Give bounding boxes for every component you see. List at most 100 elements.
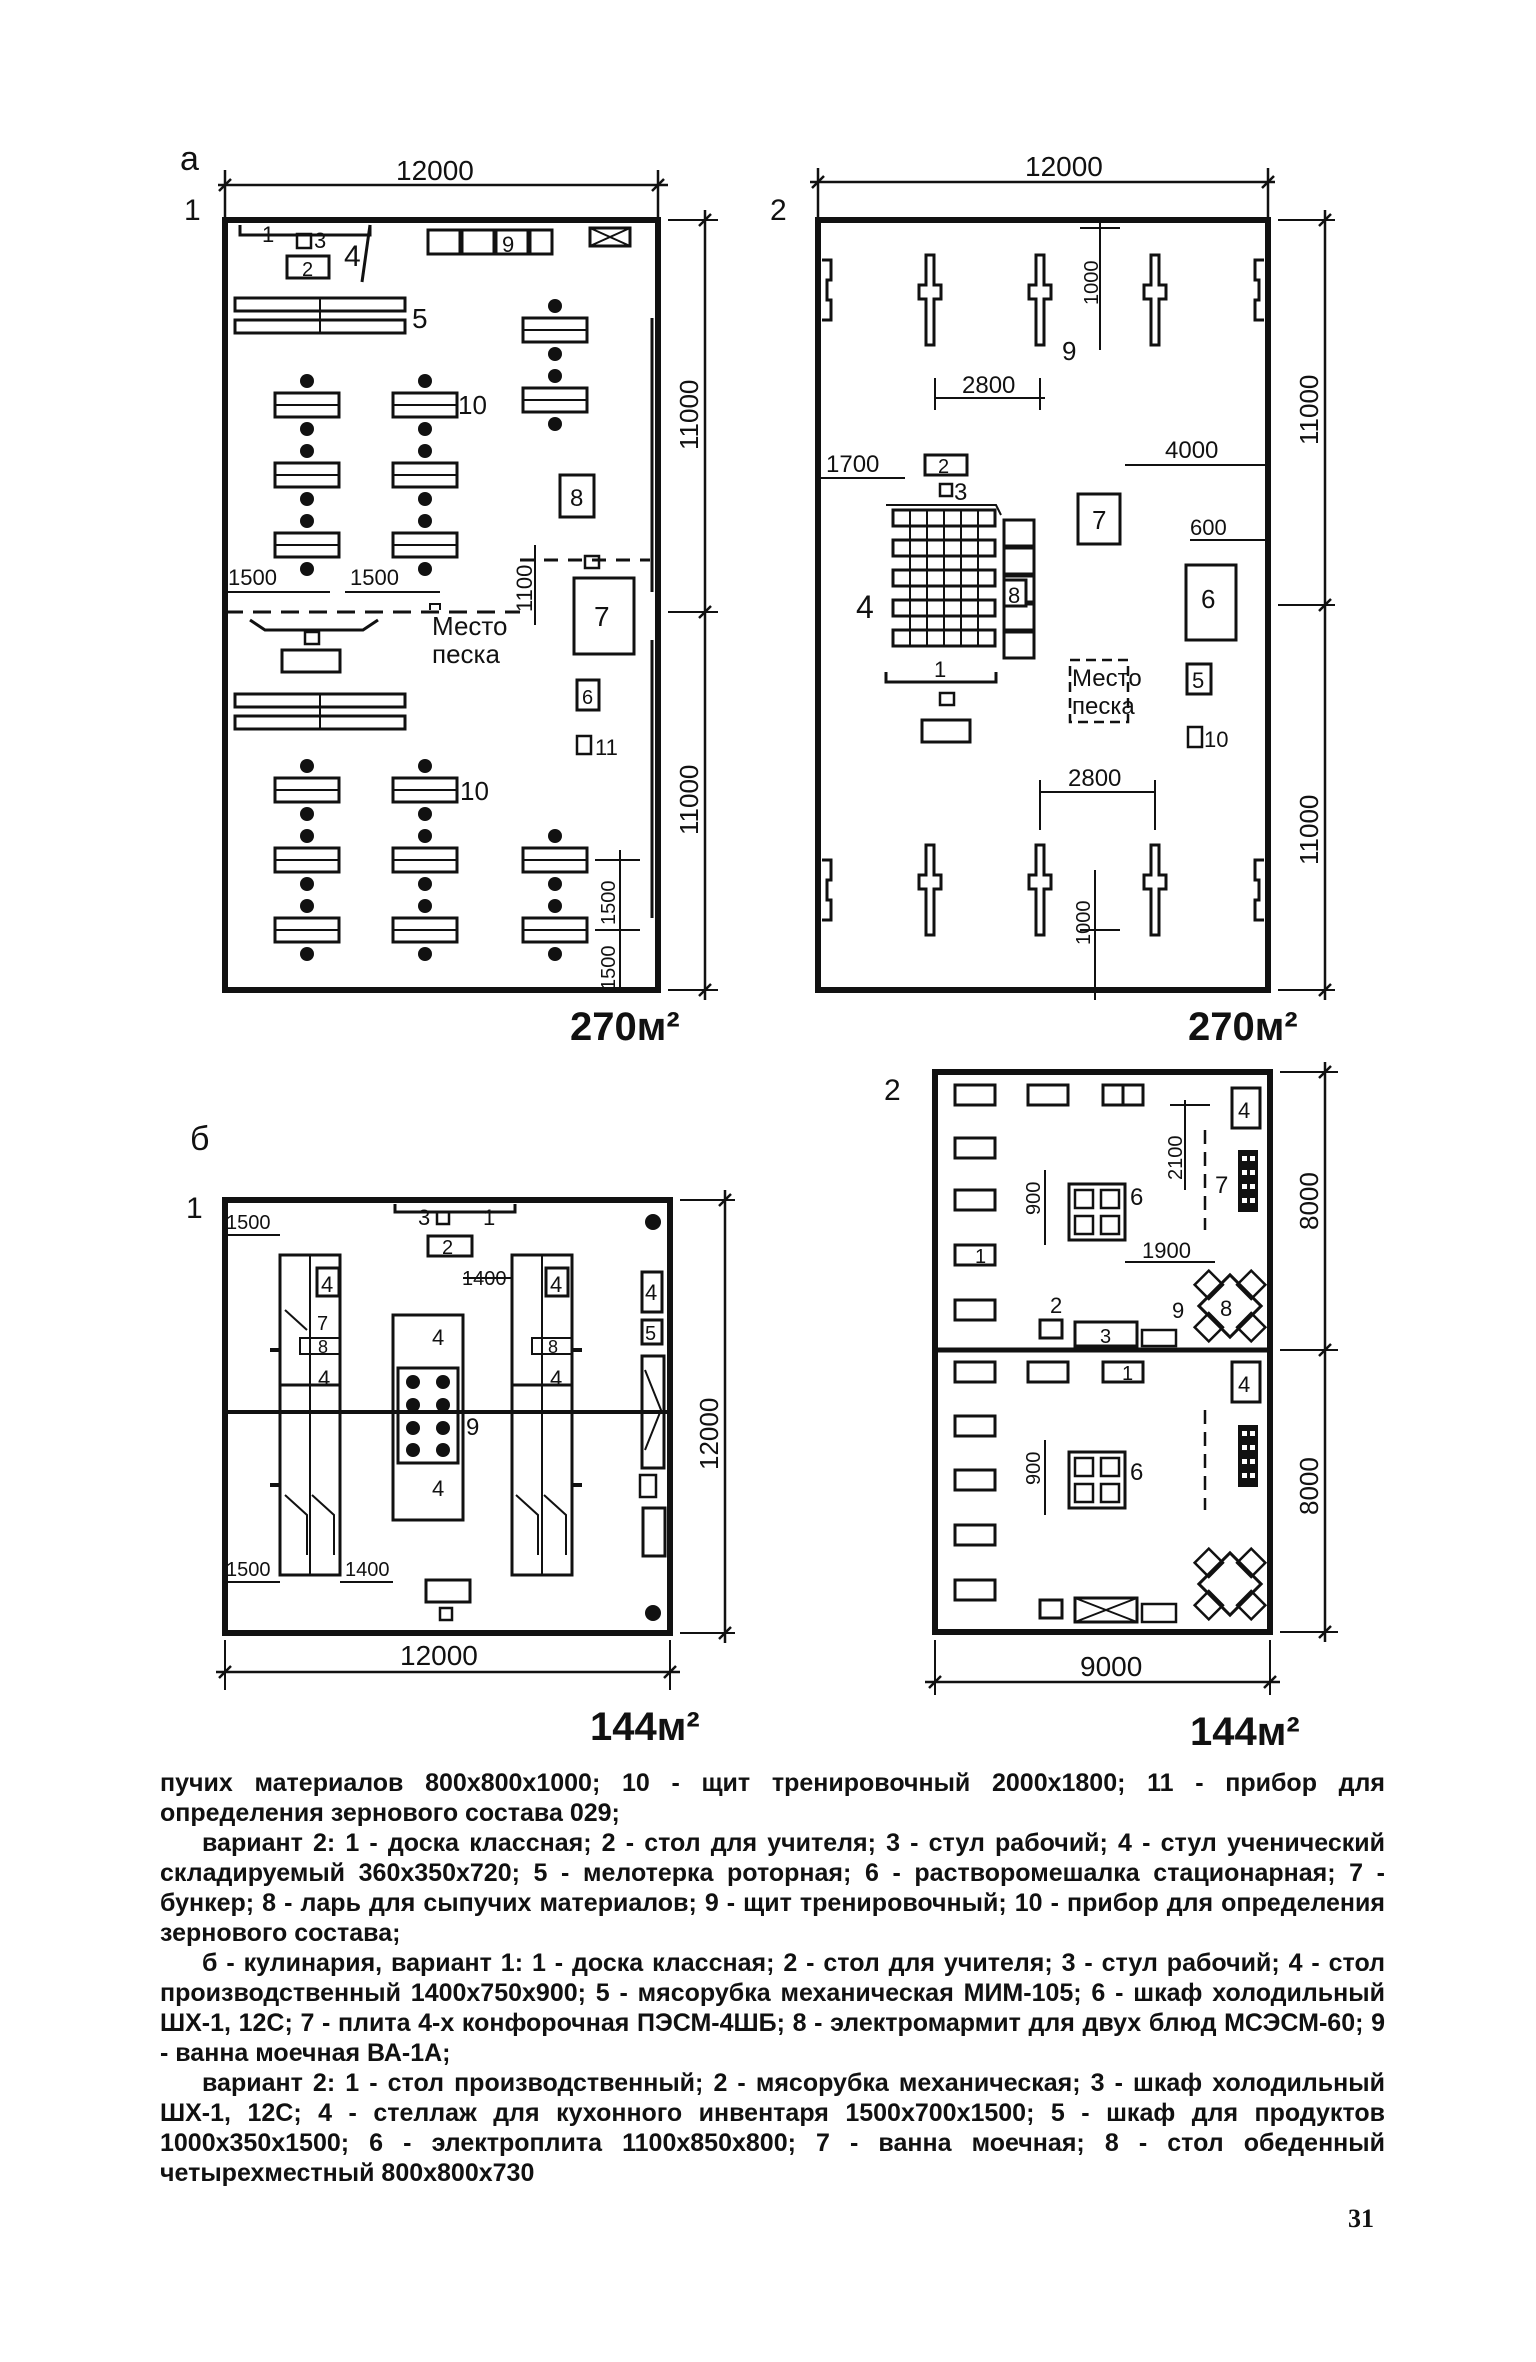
- plan-a1-dim-upper: 11000: [674, 380, 704, 450]
- plan-b1-area: 144м²: [590, 1705, 700, 1749]
- a1-dim-1100: 1100: [512, 565, 537, 612]
- plan-b2-width-dim: 9000: [1080, 1651, 1142, 1682]
- b1-label-4g: 4: [645, 1280, 657, 1305]
- plan-a1-area: 270м²: [570, 1005, 680, 1049]
- a1-label-2: 2: [302, 259, 313, 281]
- b2-label-7: 7: [1215, 1172, 1228, 1199]
- b1-label-3: 3: [418, 1205, 430, 1230]
- b2-label-9: 9: [1172, 1298, 1184, 1323]
- plan-a2-dim-upper: 11000: [1294, 375, 1324, 445]
- b2-label-6b: 6: [1130, 1459, 1143, 1486]
- plan-b2-number: 2: [884, 1074, 901, 1107]
- b1-label-4c: 4: [432, 1325, 444, 1350]
- a2-dim-1700: 1700: [826, 451, 879, 478]
- a2-dim-2800-bottom: 2800: [1068, 765, 1121, 792]
- plan-b1-number: 1: [186, 1192, 203, 1225]
- a1-label-8: 8: [570, 485, 583, 512]
- a2-dim-600: 600: [1190, 515, 1227, 540]
- a1-label-10b: 10: [460, 776, 489, 806]
- b1-dim-1400-bottom: 1400: [345, 1559, 390, 1581]
- b1-label-4e: 4: [550, 1272, 562, 1297]
- caption-line-3: б - кулинария, вариант 1: 1 - доска клас…: [160, 1949, 1385, 2067]
- plan-b1-width-dim: 12000: [400, 1640, 478, 1671]
- b1-dim-1500-top: 1500: [226, 1212, 271, 1234]
- a2-dim-4000: 4000: [1165, 437, 1218, 464]
- a2-label-6: 6: [1201, 584, 1215, 614]
- plan-a1-number: 1: [184, 194, 201, 227]
- b2-dim-2100: 2100: [1165, 1136, 1187, 1181]
- a1-label-4: 4: [344, 240, 361, 273]
- b1-label-9: 9: [466, 1414, 479, 1441]
- a1-dim-1500-left: 1500: [228, 565, 277, 590]
- plan-a2: 2 12000 11000 11000 1000 9 2800 1700: [770, 151, 1335, 1049]
- section-a-letter: а: [180, 140, 199, 178]
- plan-a2-area: 270м²: [1188, 1005, 1298, 1049]
- plan-a2-number: 2: [770, 194, 787, 227]
- b1-label-1: 1: [483, 1205, 495, 1230]
- plan-b2: 2 8000 8000 9000 1 4: [884, 1062, 1338, 1754]
- b2-dim-900-lower: 900: [1023, 1452, 1045, 1485]
- page-number: 31: [1348, 2204, 1374, 2233]
- b2-label-8: 8: [1220, 1296, 1232, 1321]
- b2-label-1b: 1: [1122, 1363, 1133, 1385]
- plan-b2-dim-upper: 8000: [1294, 1172, 1324, 1230]
- b1-label-8b: 8: [548, 1337, 558, 1357]
- b2-label-4a: 4: [1238, 1098, 1250, 1123]
- b1-label-2: 2: [442, 1237, 453, 1259]
- a2-dim-1000-top: 1000: [1081, 261, 1103, 306]
- b1-label-8a: 8: [318, 1337, 328, 1357]
- a2-sand-label-2: песка: [1072, 693, 1135, 720]
- plan-a1-dim-lower: 11000: [674, 765, 704, 835]
- a1-label-1: 1: [262, 222, 274, 247]
- plan-b2-area: 144м²: [1190, 1710, 1300, 1754]
- plan-a2-dim-lower: 11000: [1294, 795, 1324, 865]
- a1-label-10a: 10: [458, 390, 487, 420]
- a1-dim-1500-v1: 1500: [598, 881, 620, 926]
- a2-label-7: 7: [1092, 505, 1106, 535]
- a2-label-2: 2: [938, 456, 949, 478]
- b2-label-3: 3: [1100, 1326, 1111, 1348]
- b1-dim-1500-bottom: 1500: [226, 1559, 271, 1581]
- a2-sand-label-1: Место: [1072, 665, 1142, 692]
- a1-label-9: 9: [502, 232, 514, 257]
- plan-b2-dim-lower: 8000: [1294, 1457, 1324, 1515]
- a2-dim-1000-bottom: 1000: [1073, 901, 1095, 946]
- a2-label-4: 4: [856, 589, 874, 625]
- a2-dim-2800-top: 2800: [962, 372, 1015, 399]
- b2-label-4b: 4: [1238, 1372, 1250, 1397]
- b1-label-5: 5: [645, 1323, 656, 1345]
- section-b-letter: б: [190, 1120, 209, 1158]
- a2-label-5: 5: [1192, 668, 1204, 693]
- a1-label-3: 3: [314, 228, 326, 253]
- b2-dim-900-upper: 900: [1023, 1182, 1045, 1215]
- b1-label-7a: 7: [317, 1313, 328, 1335]
- plan-a2-width-dim: 12000: [1025, 151, 1103, 182]
- caption-line-4: вариант 2: 1 - стол производственный; 2 …: [160, 2069, 1385, 2187]
- b2-dim-1900: 1900: [1142, 1238, 1191, 1263]
- a1-label-7: 7: [594, 601, 610, 632]
- a2-label-8: 8: [1008, 583, 1020, 608]
- a1-sand-label-1: Место: [432, 611, 508, 641]
- a2-label-3: 3: [954, 479, 967, 506]
- plan-b1-height-dim: 12000: [694, 1398, 724, 1470]
- figure-caption: пучих материалов 800х800х1000; 10 - щит …: [160, 1768, 1385, 2188]
- a1-sand-label-2: песка: [432, 639, 500, 669]
- a2-label-10: 10: [1204, 727, 1228, 752]
- b1-label-4f: 4: [550, 1366, 562, 1391]
- caption-line-2: вариант 2: 1 - доска классная; 2 - стол …: [160, 1829, 1385, 1947]
- a1-label-11: 11: [595, 735, 618, 760]
- plan-a1: 1 12000 11000 11000 1 3 2 4: [184, 155, 718, 1049]
- a1-dim-1500-v2: 1500: [598, 946, 620, 991]
- b1-label-4a: 4: [321, 1272, 333, 1297]
- a1-label-5: 5: [412, 303, 428, 334]
- plan-b1: 1 12000 12000 3 1 2 4 7 8 4: [186, 1190, 735, 1749]
- caption-line-1: пучих материалов 800х800х1000; 10 - щит …: [160, 1769, 1385, 1827]
- b1-dim-1400-top: 1400: [462, 1268, 507, 1290]
- b1-label-4b: 4: [318, 1366, 330, 1391]
- b2-label-6a: 6: [1130, 1184, 1143, 1211]
- a1-dim-1500-mid: 1500: [350, 565, 399, 590]
- plan-a1-width-dim: 12000: [396, 155, 474, 186]
- a2-label-9: 9: [1062, 336, 1076, 366]
- a2-label-1: 1: [934, 657, 946, 682]
